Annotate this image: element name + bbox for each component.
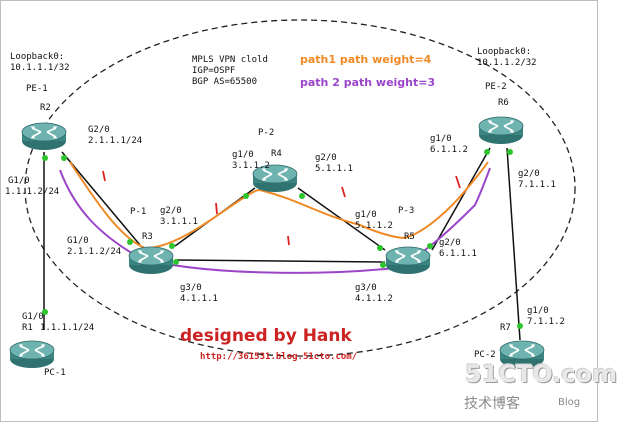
- link-r5-r6: [431, 147, 491, 251]
- mpls-cloud-boundary: [24, 19, 576, 357]
- router-r6[interactable]: [478, 116, 524, 145]
- r5-g10-if: g1/0: [355, 210, 377, 220]
- r2-g10-ip: 1.1.1.2/24: [5, 187, 60, 197]
- r6-name: R6: [498, 98, 509, 108]
- link-r3-r5: [174, 259, 386, 263]
- pe1-loopback-ip: 10.1.1.1/32: [10, 63, 70, 73]
- pe2-loopback-label: Loopback0:: [477, 47, 532, 57]
- path2-line: [59, 167, 491, 274]
- r5-name: R5: [404, 232, 415, 242]
- r2-g20-ip: 2.1.1.1/24: [88, 136, 143, 146]
- port-dots: [42, 149, 523, 329]
- designed-by-url[interactable]: http://361531.blog.51cto.com/: [200, 352, 358, 362]
- network-topology-svg: [9, 19, 576, 369]
- r5-g30-ip: 4.1.1.2: [355, 294, 393, 304]
- router-r3[interactable]: [128, 246, 174, 275]
- r2-g20-if: G2/0: [88, 125, 110, 135]
- p3-role: P-3: [398, 206, 415, 216]
- r7-name: R7: [500, 323, 511, 333]
- weight-marks: [102, 170, 461, 246]
- link-r2-r3: [61, 151, 141, 246]
- r4-g20-ip: 5.1.1.1: [315, 164, 353, 174]
- r3-name: R3: [142, 232, 153, 242]
- r3-g30-ip: 4.1.1.1: [180, 294, 218, 304]
- r3-g20-if: g2/0: [160, 206, 182, 216]
- router-pc1[interactable]: [9, 340, 55, 369]
- r2-name: R2: [40, 103, 51, 113]
- r1-g10-ip: 1.1.1.1/24: [40, 323, 95, 333]
- watermark-brand: 51CTO.com: [465, 360, 617, 388]
- watermark-sub: 技术博客: [464, 396, 520, 412]
- pc2-name: PC-2: [474, 350, 496, 360]
- r6-g10-if: g1/0: [430, 134, 452, 144]
- info-line-3: BGP AS=65500: [192, 77, 258, 87]
- r6-g10-ip: 6.1.1.2: [430, 145, 468, 155]
- pe1-loopback-label: Loopback0:: [10, 52, 65, 62]
- r4-g10-if: g1/0: [232, 150, 254, 160]
- info-line-1: MPLS VPN clold: [192, 55, 268, 65]
- r3-g10-if: G1/0: [67, 236, 89, 246]
- r3-g10-ip: 2.1.1.2/24: [67, 247, 122, 257]
- r5-g20-if: g2/0: [439, 238, 461, 248]
- r4-g10-ip: 3.1.1.2: [232, 161, 270, 171]
- path1-label: path1 path weight=4: [300, 53, 432, 66]
- r5-g10-ip: 5.1.1.2: [355, 221, 393, 231]
- r4-name: R4: [271, 149, 282, 159]
- pe2-role: PE-2: [485, 82, 507, 92]
- router-r5[interactable]: [385, 246, 431, 275]
- r6-g20-if: g2/0: [518, 169, 540, 179]
- r2-g10-if: G1/0: [8, 176, 30, 186]
- r1-g10-if: G1/0: [22, 312, 44, 322]
- r4-g20-if: g2/0: [315, 153, 337, 163]
- info-line-2: IGP=OSPF: [192, 66, 236, 76]
- link-r6-r7: [506, 147, 521, 341]
- r1-name: R1: [22, 323, 33, 333]
- pe2-loopback-ip: 10.1.1.2/32: [477, 58, 537, 68]
- router-r2[interactable]: [21, 122, 67, 151]
- pc1-name: PC-1: [44, 368, 66, 378]
- r6-g20-ip: 7.1.1.1: [518, 180, 556, 190]
- r5-g30-if: g3/0: [355, 283, 377, 293]
- watermark-blog: Blog: [558, 397, 581, 408]
- r7-g10-if: g1/0: [527, 306, 549, 316]
- r5-g20-ip: 6.1.1.1: [439, 249, 477, 259]
- pe1-role: PE-1: [26, 84, 48, 94]
- p1-role: P-1: [130, 207, 147, 217]
- r7-g10-ip: 7.1.1.2: [527, 317, 565, 327]
- designed-by-title: designed by Hank: [180, 326, 352, 346]
- diagram-frame: [0, 0, 598, 422]
- r3-g20-ip: 3.1.1.1: [160, 217, 198, 227]
- p2-role: P-2: [258, 128, 275, 138]
- path2-label: path 2 path weight=3: [300, 76, 436, 89]
- r3-g30-if: g3/0: [180, 283, 202, 293]
